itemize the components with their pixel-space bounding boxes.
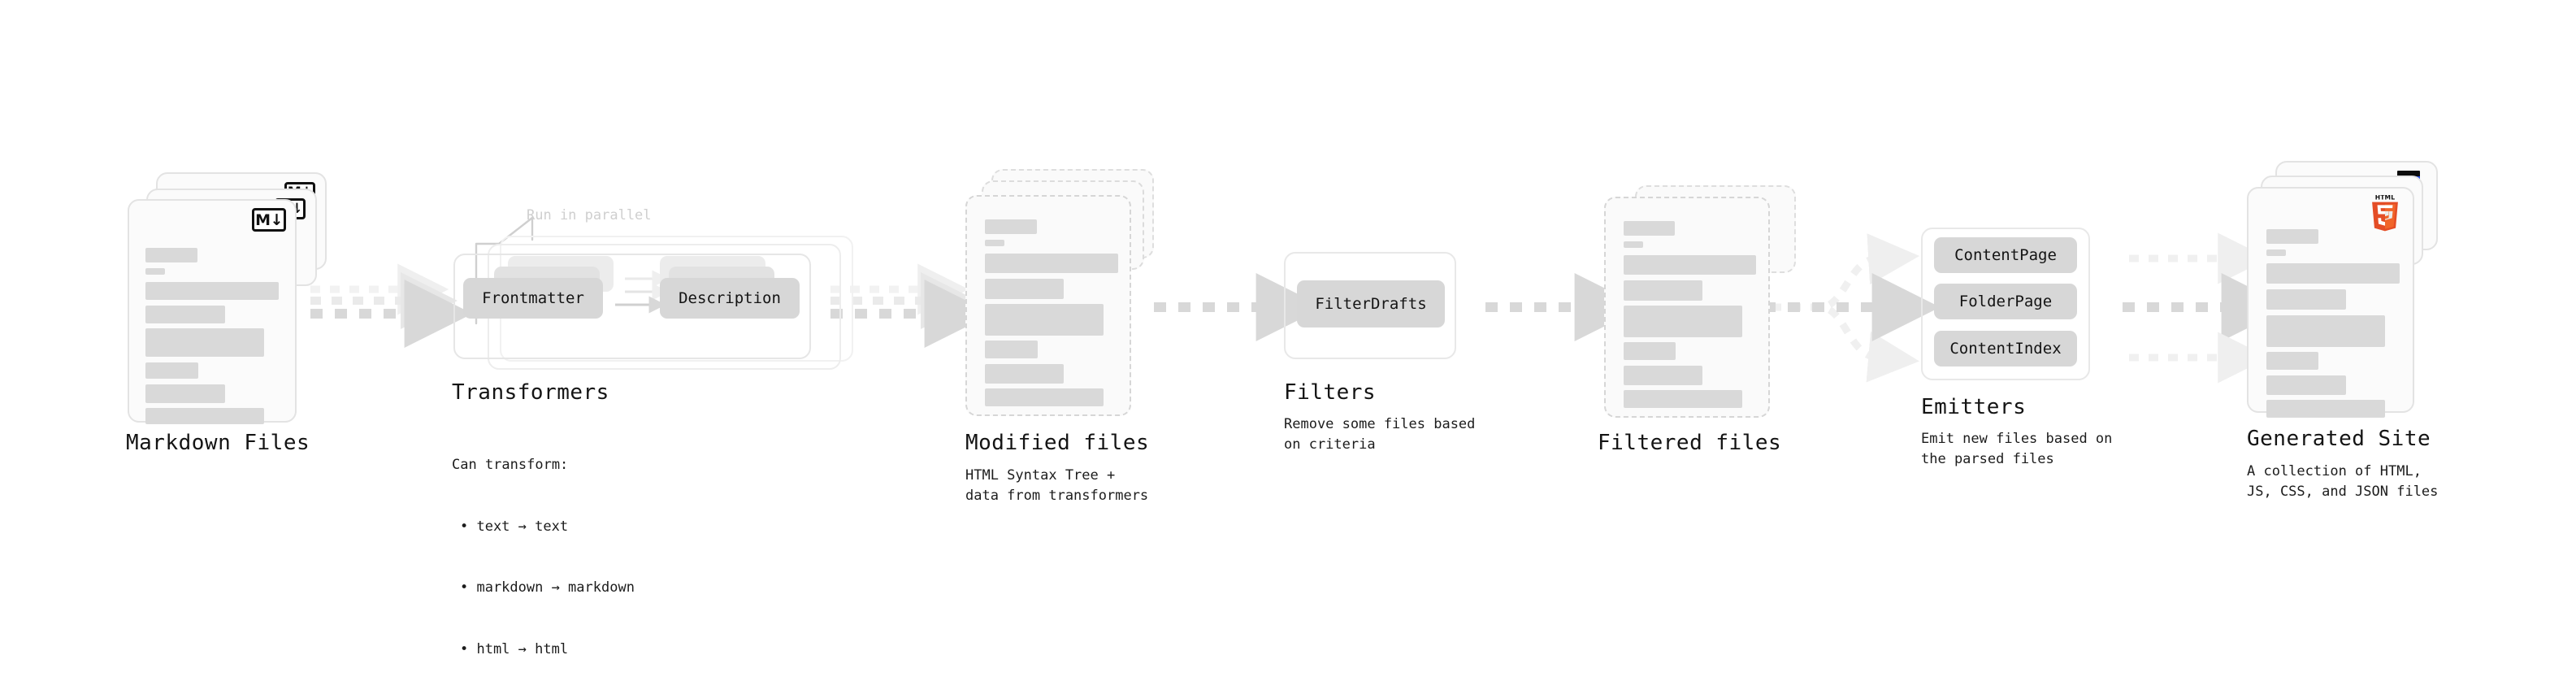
doc-line bbox=[985, 304, 1104, 336]
transformers-box-front bbox=[453, 254, 811, 359]
connector-markdown-to-transformers bbox=[310, 263, 473, 348]
emitter-chip-contentindex[interactable]: ContentIndex bbox=[1934, 331, 2077, 367]
emitter-chip-contentpage[interactable]: ContentPage bbox=[1934, 237, 2077, 273]
emitter-chip-folderpage[interactable]: FolderPage bbox=[1934, 284, 2077, 319]
emitters-box bbox=[1921, 228, 2090, 380]
generated-site-subtitle: A collection of HTML, JS, CSS, and JSON … bbox=[2247, 463, 2439, 501]
generated-site-title: Generated Site bbox=[2247, 427, 2431, 451]
doc-line bbox=[985, 254, 1118, 273]
doc-line bbox=[145, 328, 264, 357]
doc-line bbox=[145, 268, 165, 275]
filters-box bbox=[1284, 252, 1456, 359]
run-in-parallel-label: Run in parallel bbox=[527, 207, 652, 223]
doc-line bbox=[145, 282, 279, 300]
connector-filtered-to-emitters bbox=[1763, 233, 1941, 383]
filters-title: Filters bbox=[1284, 380, 1377, 405]
markdown-files-title: Markdown Files bbox=[126, 431, 310, 455]
doc-line bbox=[1624, 366, 1702, 385]
emitters-subtitle: Emit new files based on the parsed files bbox=[1921, 431, 2113, 468]
doc-line bbox=[2266, 352, 2318, 370]
doc-line bbox=[2266, 229, 2318, 244]
doc-line bbox=[145, 408, 264, 424]
markdown-card-front: M↓ bbox=[128, 199, 297, 424]
doc-line bbox=[1624, 390, 1742, 408]
transformers-bullet-2: • markdown → markdown bbox=[460, 579, 635, 596]
transformers-title: Transformers bbox=[452, 380, 609, 405]
doc-line bbox=[985, 364, 1064, 384]
transformer-chip-frontmatter[interactable]: Frontmatter bbox=[463, 278, 603, 319]
doc-line bbox=[2266, 249, 2286, 256]
modified-files-subtitle: HTML Syntax Tree + data from transformer… bbox=[965, 467, 1149, 505]
doc-line bbox=[2266, 263, 2400, 284]
filter-chip-filterdrafts[interactable]: FilterDrafts bbox=[1297, 280, 1445, 327]
doc-line bbox=[1624, 221, 1675, 236]
doc-line bbox=[1624, 280, 1702, 301]
emitters-title: Emitters bbox=[1921, 395, 2027, 419]
doc-line bbox=[2266, 375, 2346, 395]
doc-line bbox=[1624, 306, 1742, 337]
doc-line bbox=[145, 306, 225, 323]
filtered-card-front bbox=[1604, 197, 1770, 418]
transformers-bullet-3: • html → html bbox=[460, 640, 569, 657]
html5-logo: HTML bbox=[2367, 193, 2403, 236]
connector-emitters-to-site bbox=[2123, 232, 2290, 384]
doc-line bbox=[985, 219, 1037, 234]
doc-line bbox=[985, 279, 1064, 299]
doc-line bbox=[2266, 289, 2346, 310]
doc-line bbox=[985, 388, 1104, 406]
doc-line bbox=[2266, 400, 2385, 418]
site-card-front: HTML bbox=[2247, 187, 2414, 418]
transformers-subtitle: Can transform: • text → text • markdown … bbox=[452, 414, 635, 681]
html5-logo-svg: HTML bbox=[2372, 193, 2398, 232]
modified-files-title: Modified files bbox=[965, 431, 1150, 455]
filtered-files-title: Filtered files bbox=[1598, 431, 1782, 455]
doc-line bbox=[985, 240, 1004, 246]
markdown-logo-front: M↓ bbox=[252, 208, 286, 232]
transformers-bullet-1: • text → text bbox=[460, 518, 569, 535]
doc-line bbox=[1624, 342, 1676, 360]
filters-subtitle: Remove some files based on criteria bbox=[1284, 416, 1476, 453]
doc-line bbox=[145, 384, 225, 403]
doc-line bbox=[1624, 255, 1756, 275]
modified-card-front bbox=[965, 195, 1131, 416]
doc-line bbox=[145, 248, 197, 262]
doc-line bbox=[985, 340, 1038, 358]
svg-text:HTML: HTML bbox=[2375, 195, 2395, 201]
transformer-chip-description[interactable]: Description bbox=[660, 278, 800, 319]
transformers-subtitle-lead: Can transform: bbox=[452, 457, 569, 474]
doc-line bbox=[2266, 315, 2385, 347]
doc-line bbox=[145, 362, 198, 379]
doc-line bbox=[1624, 241, 1643, 248]
